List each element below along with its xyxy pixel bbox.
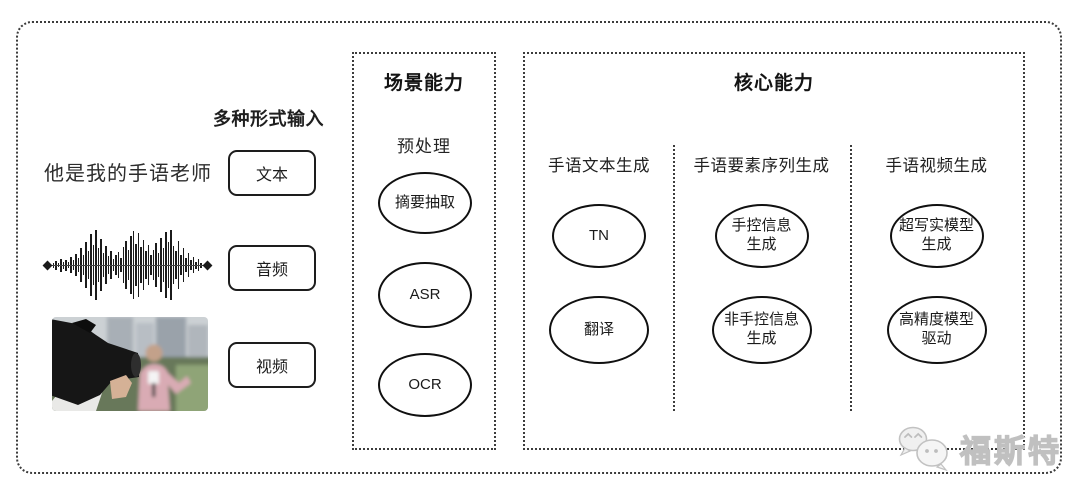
- scene-panel-title: 场景能力: [383, 73, 464, 94]
- core-column-label: 手语要素序列生成: [693, 157, 830, 175]
- core-node-manual-info-generation: 手控信息 生成: [714, 204, 809, 268]
- scene-node-asr: ASR: [378, 262, 472, 328]
- core-node-translation: 翻译: [549, 296, 649, 364]
- core-column-label: 手语文本生成: [548, 157, 650, 175]
- audio-waveform-icon: [42, 228, 212, 302]
- video-thumbnail-image: [52, 317, 208, 411]
- column-divider: [673, 145, 675, 411]
- scene-node-ocr: OCR: [378, 353, 472, 417]
- core-column-label: 手语视频生成: [885, 157, 988, 175]
- scene-subtitle: 预处理: [397, 137, 451, 156]
- input-sentence-example: 他是我的手语老师: [44, 163, 212, 185]
- core-node-hyperreal-model-generation: 超写实模型 生成: [889, 204, 984, 268]
- core-panel-title: 核心能力: [733, 73, 814, 94]
- core-column-video-generation: 手语视频生成 超写实模型 生成 高精度模型 驱动: [850, 54, 1023, 448]
- input-type-audio-label: 音频: [255, 262, 288, 279]
- reporter-photo-illustration: [52, 317, 208, 411]
- core-column-element-sequence-generation: 手语要素序列生成 手控信息 生成 非手控信息 生成: [673, 54, 850, 448]
- input-type-text-label: 文本: [255, 167, 288, 184]
- input-type-video-label: 视频: [255, 359, 288, 376]
- core-column-text-generation: 手语文本生成 TN 翻译: [525, 54, 673, 448]
- scene-capability-panel: 场景能力 预处理 摘要抽取 ASR OCR: [352, 52, 496, 450]
- input-type-text-box: 文本: [228, 150, 316, 196]
- core-node-non-manual-info-generation: 非手控信息 生成: [711, 296, 812, 364]
- scene-node-summary-extraction: 摘要抽取: [378, 172, 472, 234]
- input-type-video-box: 视频: [228, 342, 316, 388]
- core-node-high-precision-model-driving: 高精度模型 驱动: [886, 296, 987, 364]
- core-capability-panel: 核心能力 手语文本生成 TN 翻译 手语要素序列生成 手控信息 生成 非手控信息…: [523, 52, 1025, 450]
- input-heading: 多种形式输入: [213, 109, 324, 129]
- column-divider: [850, 145, 852, 411]
- core-node-tn: TN: [552, 204, 646, 268]
- input-type-audio-box: 音频: [228, 245, 316, 291]
- waveform-baseline: [45, 265, 209, 266]
- pipeline-outer-frame: [16, 21, 1062, 474]
